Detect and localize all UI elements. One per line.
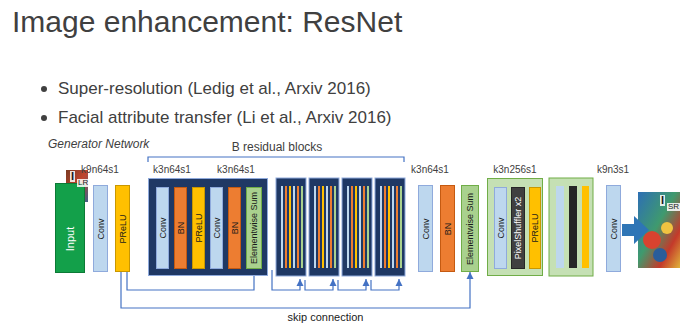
conv-layer: Conv (418, 185, 433, 272)
prelu-layer: PReLU (529, 187, 541, 269)
layer-name: PReLU (194, 213, 203, 242)
bullet-dot (41, 115, 47, 121)
conv-layer: Conv (156, 187, 169, 269)
network-name: Generator Network (48, 137, 149, 151)
layer-name: Elementwise Sum (250, 192, 259, 264)
pixelshuffler-layer: PixelShuffler x2 (511, 187, 525, 269)
layer-params: k3n64s1 (411, 164, 449, 176)
layer-name: Input (65, 226, 76, 250)
image-symbol: I (660, 195, 665, 206)
conv-layer: Conv (93, 185, 108, 272)
block-skip-lines (272, 270, 399, 290)
layer-name: Conv (421, 218, 430, 239)
residual-blocks (276, 178, 405, 276)
bn-layer: BN (174, 187, 187, 269)
layer-name: BN (230, 222, 239, 235)
layer-params: k3n64s1 (153, 164, 191, 176)
sum-layer: Elementwise Sum (461, 185, 479, 272)
sum-layer: Elementwise Sum (246, 187, 262, 269)
connector-label: skip connection (286, 311, 366, 323)
layer-name: Conv (609, 218, 618, 239)
bracket-label: B residual blocks (232, 140, 323, 154)
layer-name: Conv (158, 217, 167, 238)
layer-name: Conv (496, 217, 505, 238)
residual-block: Conv BN PReLU Conv BN Elementwise Sum (148, 178, 268, 276)
bn-layer: BN (228, 187, 241, 269)
layer-params: k9n64s1 (81, 164, 119, 176)
layer-name: BN (443, 222, 452, 235)
conv-layer: Conv (606, 185, 621, 272)
image-subscript: LR (77, 179, 89, 187)
prelu-layer: PReLU (115, 185, 130, 272)
bracket (148, 157, 404, 162)
output-arrow (622, 216, 649, 244)
layer-params: k3n256s1 (493, 164, 536, 176)
bullet-text: Super-resolution (Ledig et al., Arxiv 20… (58, 79, 371, 99)
layer-name: Elementwise Sum (466, 192, 475, 264)
skip-connection (121, 272, 470, 308)
layer-name: Conv (212, 217, 221, 238)
layer-name: BN (176, 222, 185, 235)
input-box: Input (55, 183, 85, 273)
conv-layer: Conv (494, 187, 507, 269)
slide-title: Image enhancement: ResNet (12, 4, 402, 40)
layer-params: k3n64s1 (217, 164, 255, 176)
conv-layer: Conv (210, 187, 223, 269)
upsample-block (549, 178, 593, 276)
layer-name: PReLU (118, 214, 127, 243)
image-symbol: I (70, 171, 75, 182)
image-subscript: SR (667, 203, 680, 211)
bullet-text: Facial attribute transfer (Li et al., Ar… (58, 108, 392, 128)
layer-name: Conv (96, 218, 105, 239)
layer-name: PReLU (531, 213, 540, 242)
bullet-dot (41, 86, 47, 92)
upsample-block: Conv PixelShuffler x2 PReLU (487, 178, 543, 276)
bn-layer: BN (440, 185, 455, 272)
layer-name: PixelShuffler x2 (514, 197, 523, 259)
layer-params: k9n3s1 (597, 164, 629, 176)
prelu-layer: PReLU (192, 187, 205, 269)
